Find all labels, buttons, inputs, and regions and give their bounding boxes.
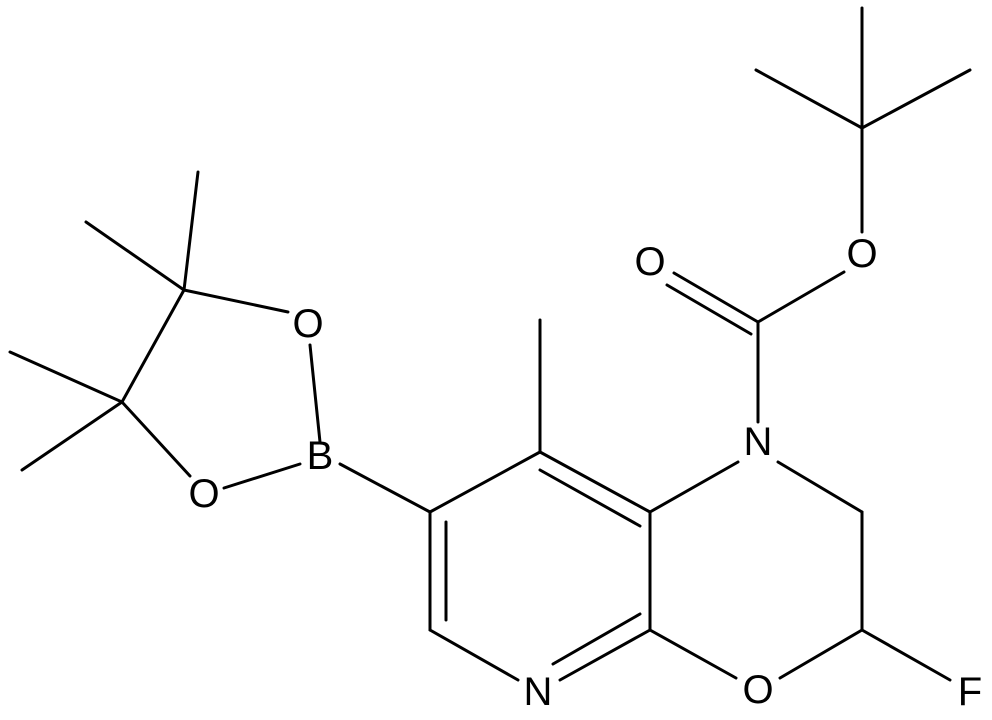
bond-ester-oxygen-to-carbonyl-carbon bbox=[756, 270, 846, 324]
atom-label-boron: B bbox=[307, 434, 334, 478]
atom-label-ring-oxygen: O bbox=[742, 668, 773, 712]
bond-aryl-to-boron bbox=[338, 462, 432, 514]
bond-pinacol-methyl-bottom-left bbox=[8, 350, 124, 404]
bond-tbu-methyl-left bbox=[754, 68, 864, 130]
bond-pinacol-carbon-to-carbon bbox=[120, 288, 186, 404]
atom-label-boronate-bottom-oxygen: O bbox=[188, 472, 219, 516]
bond-chf-to-fluorine bbox=[860, 628, 952, 682]
atom-label-ring-nitrogen: N bbox=[744, 420, 773, 464]
atom-label-ester-oxygen: O bbox=[846, 232, 877, 276]
bond-tbu-methyl-right bbox=[860, 68, 972, 130]
bond-top-oxygen-to-pinacol-carbon bbox=[182, 288, 290, 314]
bond-fused-carbon-to-pyridine-nitrogen-a bbox=[558, 628, 652, 682]
bond-ring-nitrogen-to-ch2 bbox=[776, 460, 864, 514]
bond-ring-oxygen-to-fused-carbon bbox=[648, 628, 738, 680]
bond-pinacol-methyl-top-left bbox=[84, 220, 186, 292]
bond-boron-carbon-to-methyl-carbon bbox=[428, 450, 542, 514]
bond-carbonyl-double-a bbox=[672, 271, 760, 324]
bond-boron-to-bottom-oxygen bbox=[222, 462, 302, 490]
bond-pinacol-methyl-top-up bbox=[182, 170, 200, 292]
bond-bottom-oxygen-to-pinacol-carbon bbox=[120, 400, 192, 478]
bond-fused-carbon-to-pyridine-nitrogen-b bbox=[551, 612, 642, 666]
bond-pinacol-methyl-bottom-down bbox=[20, 400, 124, 472]
atom-label-fluorine: F bbox=[958, 670, 982, 714]
bond-chf-to-ring-oxygen bbox=[778, 628, 864, 680]
bond-boron-to-top-oxygen bbox=[308, 343, 322, 444]
bond-pyridine-nitrogen-to-ch bbox=[428, 628, 520, 682]
bond-carbonyl-double-b bbox=[665, 283, 753, 336]
bond-methyl-carbon-to-fused-carbon-b bbox=[538, 468, 642, 528]
atom-label-boronate-top-oxygen: O bbox=[292, 302, 323, 346]
bond-ring-nitrogen-to-fused-carbon bbox=[648, 460, 740, 514]
atom-label-carbonyl-oxygen: O bbox=[634, 240, 665, 284]
bond-methyl-carbon-to-fused-carbon-a bbox=[538, 450, 652, 514]
atom-label-pyridine-nitrogen: N bbox=[524, 670, 553, 714]
